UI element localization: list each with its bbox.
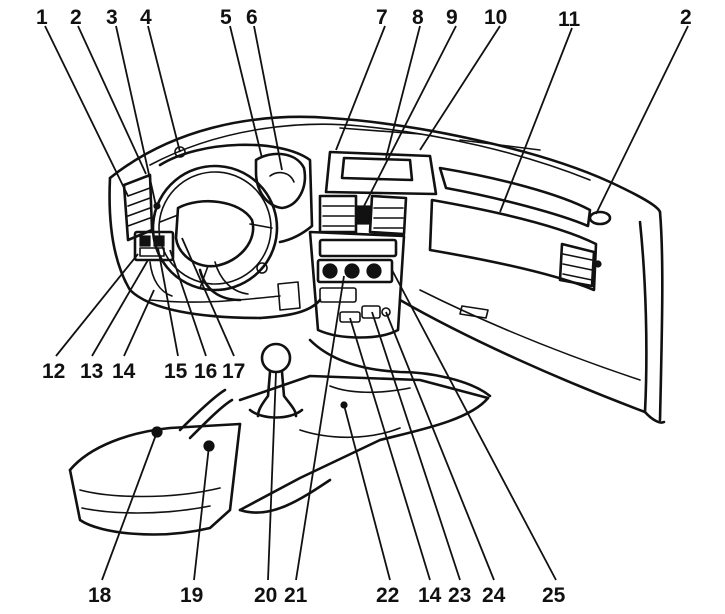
right-side-vent	[558, 210, 612, 288]
callout-19: 19	[180, 584, 203, 607]
callout-25: 25	[542, 584, 566, 607]
left-side-vent	[122, 173, 161, 242]
callout-4: 4	[140, 6, 152, 29]
callout-3: 3	[106, 6, 118, 29]
callout-16: 16	[194, 360, 217, 383]
callout-2: 2	[70, 6, 82, 29]
callout-8: 8	[412, 6, 424, 29]
dashboard-outline	[108, 115, 666, 424]
glove-box	[428, 166, 598, 319]
callout-2-right: 2	[680, 6, 692, 29]
callout-20: 20	[254, 584, 277, 607]
callout-labels: 1 2 3 4 5 6 7 8 9 10 11 2 12 13 14 15 16…	[36, 6, 692, 607]
callout-21: 21	[284, 584, 308, 607]
callout-11: 11	[558, 8, 581, 31]
callout-14: 14	[112, 360, 136, 383]
steering-wheel	[151, 164, 279, 302]
callout-24: 24	[482, 584, 506, 607]
callout-18: 18	[88, 584, 112, 607]
callout-12: 12	[42, 360, 65, 383]
callout-1: 1	[36, 6, 48, 29]
callout-13: 13	[80, 360, 103, 383]
callout-5: 5	[220, 6, 232, 29]
callout-22: 22	[376, 584, 399, 607]
callout-9: 9	[446, 6, 458, 29]
callout-17: 17	[222, 360, 245, 383]
left-switch-panel	[133, 230, 301, 311]
callout-7: 7	[376, 6, 388, 29]
callout-23: 23	[448, 584, 471, 607]
callout-10: 10	[484, 6, 507, 29]
callout-15: 15	[164, 360, 188, 383]
instrument-cluster	[158, 143, 314, 244]
leader-lines	[44, 25, 689, 581]
callout-6: 6	[246, 6, 258, 29]
callout-14-bottom: 14	[418, 584, 442, 607]
